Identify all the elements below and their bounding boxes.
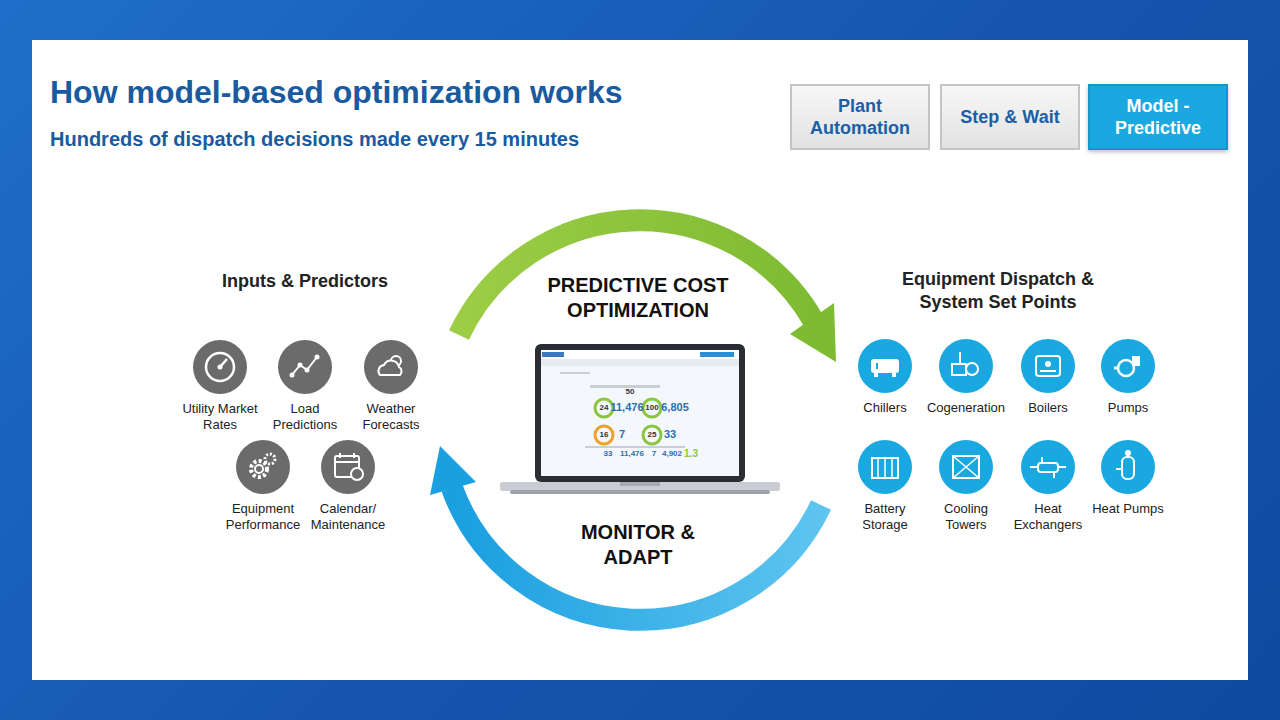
equipment-icon: Load Predictions: [260, 339, 350, 432]
dashboard-number: 25: [642, 430, 662, 440]
icon-caption: Utility Market Rates: [172, 401, 268, 432]
icon-symbol: [1100, 338, 1156, 394]
equipment-icon: Heat Pumps: [1090, 439, 1166, 517]
group-heading: Equipment Dispatch & System Set Points: [883, 268, 1113, 313]
icon-symbol: [857, 338, 913, 394]
equipment-icon: Utility Market Rates: [172, 339, 268, 432]
dashboard-number: 4,902: [658, 449, 686, 459]
slide-title: How model-based optimization works: [50, 74, 623, 111]
dashboard-number: 33: [660, 428, 680, 442]
dashboard-number: 50: [620, 387, 640, 397]
subtitle: Hundreds of dispatch decisions made ever…: [50, 127, 750, 152]
icon-caption: Chillers: [847, 400, 923, 416]
icon-symbol: [938, 338, 994, 394]
cycle-label: PREDICTIVE COST OPTIMIZATION: [518, 273, 758, 323]
equipment-icon: Calendar/ Maintenance: [303, 439, 393, 532]
dashboard-number: 16: [594, 430, 614, 440]
dashboard-number: 33: [598, 449, 618, 459]
icon-symbol: [277, 339, 333, 395]
tab-button: Step & Wait: [940, 84, 1080, 150]
dashboard-number: 7: [612, 428, 632, 442]
equipment-icon: Chillers: [847, 338, 923, 416]
dashboard-number: 6,805: [655, 401, 695, 415]
icon-symbol: [320, 439, 376, 495]
icon-caption: Heat Pumps: [1090, 501, 1166, 517]
icon-caption: Pumps: [1090, 400, 1166, 416]
tab-button: Plant Automation: [790, 84, 930, 150]
dashboard-number: 11,476: [614, 449, 650, 459]
icon-symbol: [857, 439, 913, 495]
dashboard-number: 100: [642, 403, 662, 413]
dashboard-number: 7: [647, 449, 661, 459]
icon-symbol: [363, 339, 419, 395]
icon-symbol: [938, 439, 994, 495]
equipment-icon: Heat Exchangers: [1010, 439, 1086, 532]
icon-symbol: [192, 339, 248, 395]
icon-caption: Load Predictions: [260, 401, 350, 432]
dashboard-number: 11,476: [607, 401, 647, 415]
icon-caption: Calendar/ Maintenance: [303, 501, 393, 532]
equipment-icon: Pumps: [1090, 338, 1166, 416]
equipment-icon: Weather Forecasts: [351, 339, 431, 432]
icon-symbol: [1100, 439, 1156, 495]
tab-label: Model - Predictive: [1100, 95, 1216, 140]
group-heading: Inputs & Predictors: [185, 270, 425, 293]
icon-caption: Equipment Performance: [218, 501, 308, 532]
icon-caption: Cooling Towers: [928, 501, 1004, 532]
equipment-icon: Cooling Towers: [928, 439, 1004, 532]
dashboard-number: 1.3: [681, 448, 701, 461]
equipment-icon: Boilers: [1010, 338, 1086, 416]
cycle-label: MONITOR & ADAPT: [568, 520, 708, 570]
icon-caption: Boilers: [1010, 400, 1086, 416]
tab-label: Step & Wait: [960, 106, 1059, 129]
equipment-icon: Cogeneration: [924, 338, 1008, 416]
icon-caption: Cogeneration: [924, 400, 1008, 416]
icon-symbol: [235, 439, 291, 495]
tab-label: Plant Automation: [802, 95, 918, 140]
icon-caption: Weather Forecasts: [351, 401, 431, 432]
icon-caption: Heat Exchangers: [1010, 501, 1086, 532]
equipment-icon: Equipment Performance: [218, 439, 308, 532]
icon-caption: Battery Storage: [847, 501, 923, 532]
icon-symbol: [1020, 338, 1076, 394]
equipment-icon: Battery Storage: [847, 439, 923, 532]
icon-symbol: [1020, 439, 1076, 495]
tab-button: Model - Predictive: [1088, 84, 1228, 150]
